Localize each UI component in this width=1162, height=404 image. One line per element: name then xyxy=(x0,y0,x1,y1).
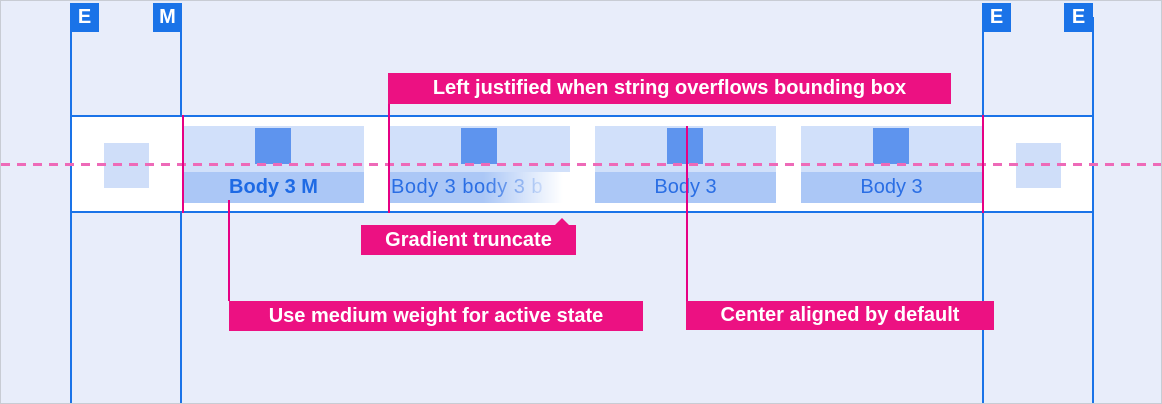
connector-tab4-right-edge xyxy=(982,115,984,213)
tab-icon-placeholder xyxy=(461,128,497,164)
callout-center-aligned: Center aligned by default xyxy=(686,301,994,330)
connector-center-aligned xyxy=(686,126,688,301)
margin-marker-e-left: E xyxy=(70,3,99,32)
callout-pointer-icon xyxy=(554,218,570,226)
center-dashed-line xyxy=(1,163,1161,166)
connector-medium-weight xyxy=(228,200,230,301)
tab-label: Body 3 xyxy=(801,172,982,203)
tab-icon-placeholder xyxy=(255,128,291,164)
callout-medium-weight: Use medium weight for active state xyxy=(229,301,643,331)
margin-marker-e-right1: E xyxy=(982,3,1011,32)
tab-icon-placeholder xyxy=(667,128,703,164)
tab-label: Body 3 xyxy=(595,172,776,203)
tab-icon-placeholder xyxy=(873,128,909,164)
tab-label: Body 3 body 3 b xyxy=(389,172,570,203)
tab-label: Body 3 M xyxy=(183,172,364,203)
connector-left-justified xyxy=(388,103,390,213)
callout-gradient-truncate: Gradient truncate xyxy=(361,218,576,255)
margin-marker-e-right2: E xyxy=(1064,3,1093,32)
callout-gradient-truncate-label: Gradient truncate xyxy=(385,229,552,251)
connector-tab1-left-edge xyxy=(182,115,184,213)
margin-marker-m: M xyxy=(153,3,182,32)
callout-left-justified: Left justified when string overflows bou… xyxy=(388,73,951,104)
